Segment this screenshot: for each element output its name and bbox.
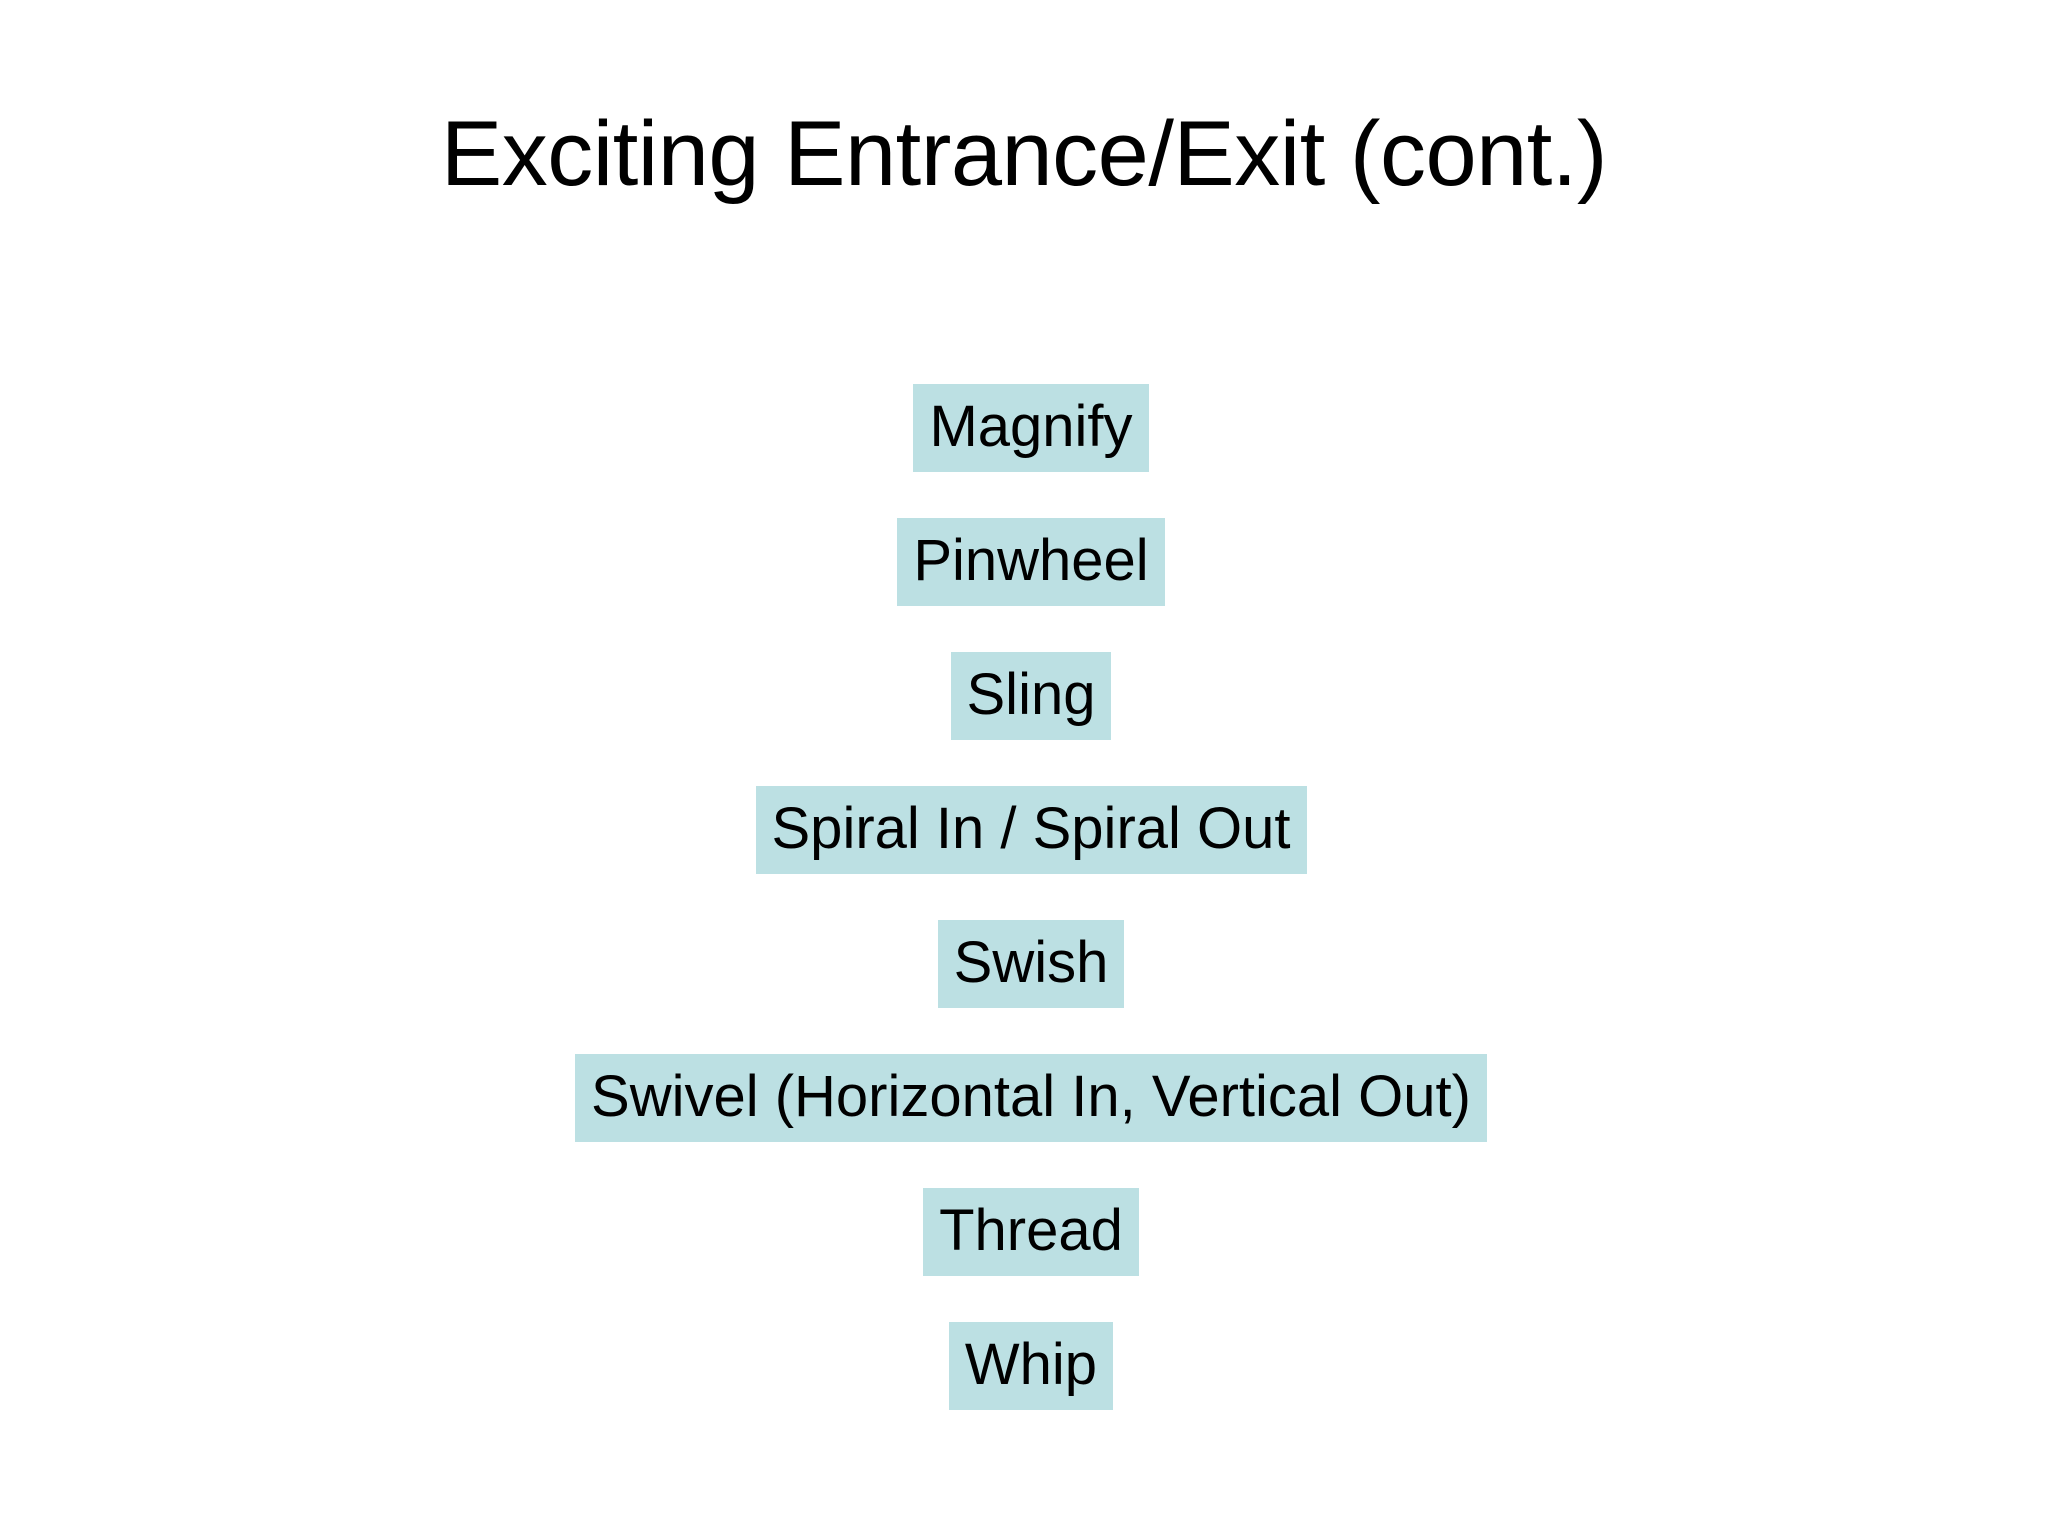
animation-effect-list: Magnify Pinwheel Sling Spiral In / Spira… [0,384,2048,1456]
list-item: Thread [0,1188,2048,1322]
page-title: Exciting Entrance/Exit (cont.) [440,103,1608,205]
effect-chip-whip: Whip [948,1322,1114,1410]
effect-chip-pinwheel: Pinwheel [897,518,1165,606]
list-item: Swivel (Horizontal In, Vertical Out) [0,1054,2048,1188]
list-item: Swish [0,920,2048,1054]
effect-chip-magnify: Magnify [913,384,1149,472]
effect-chip-spiral-in-spiral-out: Spiral In / Spiral Out [755,786,1307,874]
effect-chip-swivel: Swivel (Horizontal In, Vertical Out) [575,1054,1487,1142]
list-item: Whip [0,1322,2048,1456]
effect-chip-sling: Sling [950,652,1112,740]
effect-chip-thread: Thread [923,1188,1139,1276]
list-item: Sling [0,652,2048,786]
list-item: Pinwheel [0,518,2048,652]
list-item: Magnify [0,384,2048,518]
effect-chip-swish: Swish [937,920,1125,1008]
list-item: Spiral In / Spiral Out [0,786,2048,920]
